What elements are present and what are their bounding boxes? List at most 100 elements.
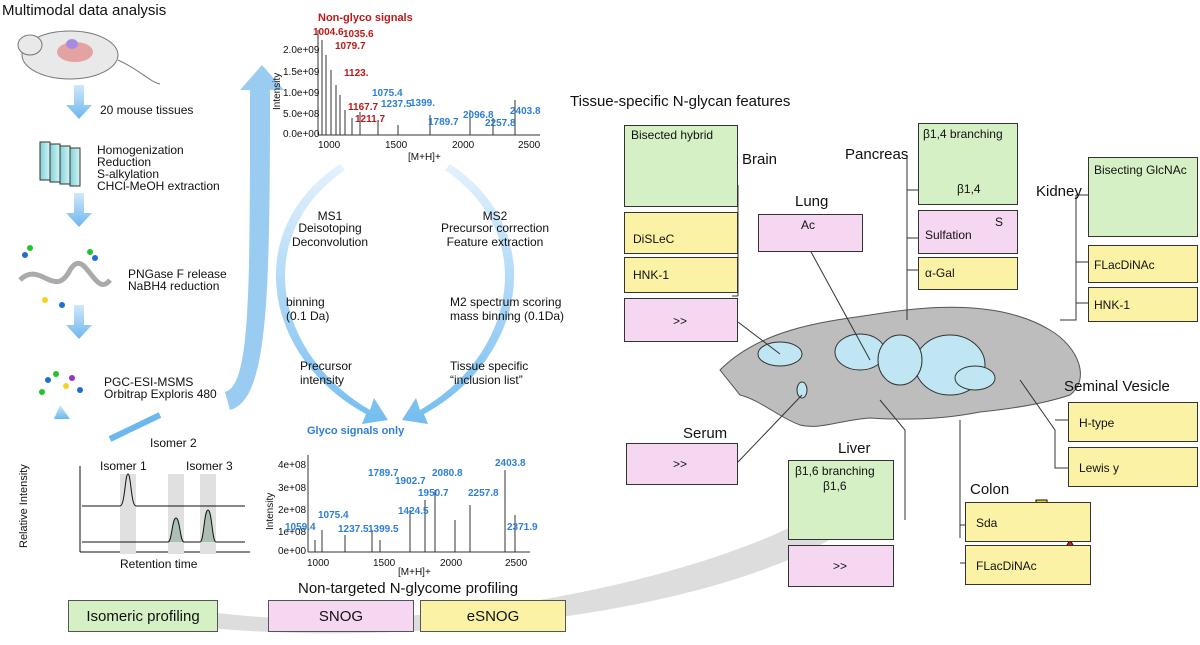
mouse-silhouette (719, 306, 1081, 427)
brain-compare-box: >> (624, 298, 738, 342)
peak-label: 1789.7 (428, 117, 459, 128)
colon-label: Colon (970, 481, 1010, 498)
peak-label: 1950.7 (418, 488, 449, 499)
brain-hnk-box: HNK-1 (624, 257, 738, 293)
step-ms-2: Orbitrap Exploris 480 (104, 387, 217, 401)
arrow-isomer (108, 412, 162, 442)
lung-ac-box: Ac (758, 214, 863, 252)
dislec-label: DiSLeC (633, 232, 675, 246)
top-xtick: 1500 (385, 140, 408, 151)
serum-label: Serum (683, 425, 728, 442)
top-xtick: 2500 (518, 140, 541, 151)
step-prep-2: Reduction (97, 155, 152, 169)
kidney-bisecting-box: Bisecting GlcNAc (1088, 157, 1198, 237)
bottom-xtick: 1000 (307, 558, 330, 569)
bisecting-label: Bisecting GlcNAc (1094, 163, 1187, 177)
step-release-1: PNGase F release (128, 267, 227, 281)
bottom-xtick: 1500 (373, 558, 396, 569)
esnog-box: eSNOG (420, 600, 566, 632)
peak-label: 1902.7 (395, 476, 426, 487)
ms2-step: Precursor correction (440, 221, 550, 235)
step-prep-1: Homogenization (97, 143, 184, 157)
peak-label: 1079.7 (335, 41, 366, 52)
sda-label: Sda (976, 516, 998, 530)
brain-label: Brain (742, 151, 778, 168)
protein-illustration (18, 245, 112, 308)
bottom-spectrum-axes (307, 455, 530, 553)
curved-arrow-up (225, 65, 284, 410)
tissue-specific-label: Tissue specific (450, 359, 529, 373)
lewis-label: Lewis y (1079, 461, 1120, 475)
isomer3-label: Isomer 3 (186, 459, 233, 473)
snog-box: SNOG (268, 600, 414, 632)
page-title: Multimodal data analysis (2, 2, 167, 19)
curved-arrow-left (275, 164, 388, 424)
colon-flacdinac-label: FLacDiNAc (976, 559, 1037, 573)
liver-compare-box: >> (788, 545, 894, 587)
step-prep-4: CHCl-MeOH extraction (97, 179, 220, 193)
bottom-ytick: 3e+08 (278, 483, 307, 494)
precursor-label: intensity (300, 373, 345, 387)
s-label: S (995, 215, 1004, 229)
peak-label: 1123. (344, 68, 369, 79)
colon-sda-box: Sda (965, 502, 1091, 542)
peak-label: 2403.8 (495, 458, 526, 469)
b14-label: β1,4 (957, 182, 981, 196)
peak-label: 1237.5 (381, 99, 412, 110)
pancreas-branching-box: β1,4 branching β1,4 (918, 123, 1018, 205)
kidney-flacdinac-box: FLacDiNAc (1088, 245, 1198, 283)
pancreas-agal-box: α-Gal (918, 257, 1018, 290)
liver-branching-label: β1,6 branching (795, 464, 875, 478)
top-ytick: 5.0e+08 (283, 109, 320, 120)
bottom-ytick: 0e+00 (278, 546, 307, 557)
peak-label: 1004.6 (313, 27, 344, 38)
tissue-heading: Tissue-specific N-glycan features (570, 93, 791, 110)
step-release-2: NaBH4 reduction (128, 279, 220, 293)
liver-compare-label: >> (833, 559, 848, 573)
seminal-htype-box: H-type (1068, 402, 1198, 442)
flacdinac-label: FLacDiNAc (1094, 258, 1155, 272)
bottom-xtick: 2000 (440, 558, 463, 569)
bottom-ytick: 4e+08 (278, 460, 307, 471)
scoring-label: M2 spectrum scoring (450, 295, 562, 309)
isomer2-label: Isomer 2 (150, 436, 197, 450)
ac-label: Ac (801, 218, 816, 232)
tissue-specific-label: “inclusion list” (450, 373, 523, 387)
brain-hybrid-label: Bisected hybrid (631, 128, 714, 142)
kidney-label: Kidney (1036, 183, 1082, 200)
peak-label: 2257.8 (468, 488, 499, 499)
top-ytick: 1.0e+09 (283, 88, 320, 99)
bottom-ytick: 2e+08 (278, 505, 307, 516)
peak-label: 1075.4 (372, 88, 403, 99)
liver-label: Liver (838, 440, 871, 457)
peak-label: 1424.5 (398, 506, 429, 517)
peak-label: 1035.6 (343, 29, 374, 40)
sulfation-label: Sulfation (925, 228, 972, 242)
glycans-illustration (39, 371, 83, 395)
isomer-ylabel: Relative Intensity (18, 464, 30, 548)
top-spectrum-peaks (321, 40, 516, 135)
step-prep-3: S-alkylation (97, 167, 160, 181)
liver-branching-box: β1,6 branching β1,6 (788, 460, 894, 540)
left-arrows (54, 85, 92, 419)
compare-label: >> (673, 314, 688, 328)
colon-flacdinac-box: FLacDiNAc (965, 545, 1091, 585)
b16-label: β1,6 (823, 479, 847, 493)
ms2-label: MS2 (482, 209, 508, 223)
precursor-label: Precursor (300, 359, 353, 373)
scoring-label: mass binning (0.1Da) (450, 309, 565, 323)
step-ms-1: PGC-ESI-MSMS (104, 375, 194, 389)
bottom-spectrum-xlabel: [M+H]+ (398, 567, 431, 578)
top-spectrum-ylabel: Intensity (272, 72, 283, 110)
top-ytick: 1.5e+09 (283, 67, 320, 78)
top-spectrum-axes (317, 30, 540, 136)
peak-label: 2371.9 (507, 522, 538, 533)
kidney-hnk-label: HNK-1 (1094, 298, 1131, 312)
branching-label: β1,4 branching (923, 127, 1003, 141)
ms2-step: Feature extraction (446, 235, 544, 249)
seminal-lewis-box: Lewis y (1068, 447, 1198, 487)
bottom-xtick: 2500 (505, 558, 528, 569)
serum-compare-box: >> (626, 443, 738, 485)
vials-illustration (39, 141, 81, 187)
agal-label: α-Gal (925, 266, 955, 280)
